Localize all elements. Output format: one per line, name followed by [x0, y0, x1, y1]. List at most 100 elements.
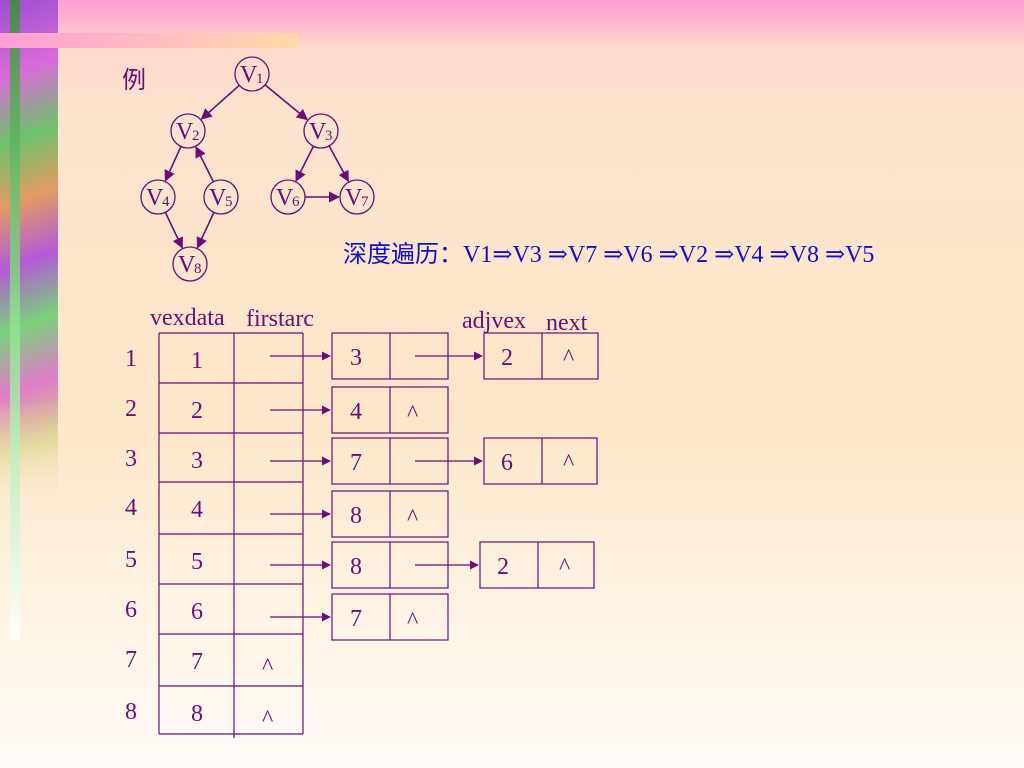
table-row: 8 8 ^ — [125, 685, 303, 735]
header-adjvex: adjvex — [462, 308, 526, 334]
node-circle — [234, 56, 270, 92]
adjvex-value: 8 — [350, 503, 362, 529]
node-v2: V2 — [170, 113, 206, 149]
node-label: V — [309, 119, 327, 145]
node-subscript: 3 — [325, 128, 333, 144]
node-circle — [203, 179, 239, 215]
node-label: V — [178, 252, 196, 278]
node-subscript: 6 — [292, 194, 300, 210]
next-null: ^ — [407, 608, 418, 634]
node-circle — [170, 113, 206, 149]
adjvex-value: 8 — [350, 554, 362, 580]
next-null: ^ — [559, 554, 570, 580]
vexdata-value: 3 — [191, 448, 203, 474]
vexdata-value: 1 — [191, 348, 203, 374]
edge-v3-v7 — [328, 145, 350, 183]
arc-node-box — [483, 437, 598, 485]
row-index: 7 — [125, 647, 137, 673]
adjvex-value: 3 — [350, 345, 362, 371]
header-vexdata: vexdata — [150, 305, 225, 331]
node-subscript: 2 — [192, 128, 200, 144]
node-v8: V8 — [172, 246, 208, 282]
arc-node: 2^ — [479, 541, 595, 589]
edge-v1-v2 — [200, 84, 240, 120]
left-decor-strip — [0, 0, 58, 500]
adjvex-value: 6 — [501, 450, 513, 476]
vexdata-value: 5 — [191, 549, 203, 575]
node-v7: V7 — [339, 179, 375, 215]
left-decor-bar — [10, 0, 20, 640]
example-label: 例 — [122, 67, 146, 94]
node-circle — [140, 179, 176, 215]
row-index: 4 — [125, 495, 137, 521]
node-label: V — [176, 119, 194, 145]
table-row: 7 7 ^ — [125, 633, 303, 680]
next-null: ^ — [407, 505, 418, 531]
edge-v2-v4 — [164, 146, 182, 182]
node-v5: V5 — [203, 179, 239, 215]
node-subscript: 5 — [225, 194, 233, 210]
table-row: 2 2 4^ — [125, 382, 449, 434]
node-v1: V1 — [234, 56, 270, 92]
edge-v1-v3 — [264, 84, 308, 121]
arc-node: 7^ — [331, 593, 449, 641]
node-circle — [172, 246, 208, 282]
node-label: V — [146, 185, 164, 211]
vexdata-value: 2 — [191, 398, 203, 424]
next-null: ^ — [407, 401, 418, 427]
next-null: ^ — [563, 450, 574, 476]
arc-node-box — [483, 332, 599, 380]
row-index: 5 — [125, 547, 137, 573]
arc-node: 8^ — [331, 490, 449, 538]
row-index: 3 — [125, 446, 137, 472]
traversal-text: 深度遍历：V1⇒V3 ⇒V7 ⇒V6 ⇒V2 ⇒V4 ⇒V8 ⇒V5 — [343, 241, 874, 268]
adjvex-value: 2 — [497, 554, 509, 580]
row-index: 2 — [125, 396, 137, 422]
table-row: 1 1 3 2 ^ — [125, 332, 599, 380]
header-firstarc: firstarc — [246, 306, 314, 332]
node-label: V — [276, 185, 294, 211]
node-v4: V4 — [140, 179, 176, 215]
adjvex-value: 7 — [350, 450, 362, 476]
vexdata-value: 6 — [191, 599, 203, 625]
vexdata-value: 4 — [191, 497, 203, 523]
node-label: V — [209, 185, 227, 211]
arc-node: 6^ — [483, 437, 598, 485]
edge-v5-v2 — [195, 146, 215, 183]
node-label: V — [345, 185, 363, 211]
edge-v3-v6 — [295, 145, 315, 182]
top-decor-bar — [0, 33, 298, 48]
graph-edges — [164, 84, 350, 249]
node-v3: V3 — [303, 113, 339, 149]
node-subscript: 4 — [162, 194, 170, 210]
node-subscript: 1 — [256, 71, 264, 87]
adjvex-value: 2 — [501, 345, 513, 371]
node-label: V — [240, 62, 258, 88]
edge-v4-v8 — [164, 211, 183, 249]
node-circle — [303, 113, 339, 149]
arc-node: 4^ — [331, 386, 449, 434]
row-index: 8 — [125, 699, 137, 725]
node-circle — [270, 179, 306, 215]
adjvex-value: 7 — [350, 606, 362, 632]
vexdata-value: 8 — [191, 701, 203, 727]
edge-v5-v8 — [196, 212, 215, 249]
header-next: next — [546, 310, 588, 336]
firstarc-null: ^ — [262, 706, 273, 732]
node-circle — [339, 179, 375, 215]
next-null: ^ — [563, 345, 574, 371]
row-index: 1 — [125, 346, 137, 372]
arc-node: 8 — [331, 541, 449, 589]
node-subscript: 7 — [361, 194, 369, 210]
vexdata-value: 7 — [191, 649, 203, 675]
arc-node-box — [479, 541, 595, 589]
row-index: 6 — [125, 597, 137, 623]
firstarc-null: ^ — [262, 654, 273, 680]
